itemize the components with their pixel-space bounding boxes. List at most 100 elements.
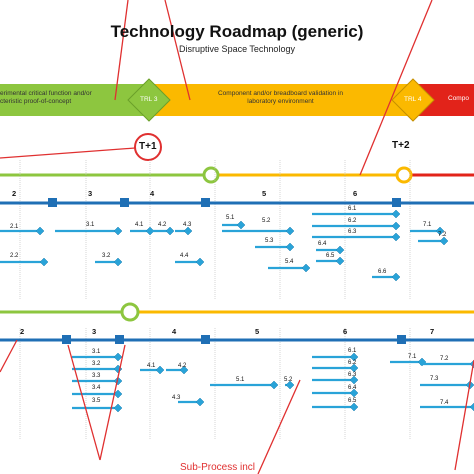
- bottom-subprocess-label: 4.1: [147, 363, 156, 369]
- top-subprocess-label: 6.6: [378, 269, 387, 275]
- top-section-6: 6: [353, 189, 357, 198]
- bottom-subprocess-diamond: [195, 397, 205, 407]
- bottom-subprocess-diamond: [469, 402, 474, 412]
- t1-highlight-circle: [134, 133, 162, 161]
- bottom-section-6: 6: [343, 327, 347, 336]
- bottom-subprocess-diamond: [113, 352, 123, 362]
- top-subprocess-label: 5.3: [265, 238, 274, 244]
- bottom-subprocess-label: 7.3: [430, 376, 439, 382]
- bottom-subprocess-label: 6.1: [348, 348, 357, 354]
- top-subprocess-label: 5.2: [262, 218, 271, 224]
- top-subprocess-diamond: [113, 226, 123, 236]
- top-subprocess-diamond: [391, 232, 401, 242]
- top-subprocess-diamond: [35, 226, 45, 236]
- bottom-subprocess-label: 3.5: [92, 398, 101, 404]
- trl4-diamond: [391, 78, 435, 122]
- top-subprocess-diamond: [335, 245, 345, 255]
- top-subprocess-label: 6.5: [326, 253, 335, 259]
- bottom-subprocess-diamond: [349, 388, 359, 398]
- top-subprocess-diamond: [113, 257, 123, 267]
- bottom-subprocess-label: 3.4: [92, 385, 101, 391]
- milestone-marker-bottom: [120, 302, 140, 322]
- trl4-label: TRL 4: [404, 96, 422, 103]
- phase-green-text: erimental critical function and/or cteri…: [0, 90, 92, 105]
- top-process-markers: [48, 198, 401, 207]
- bottom-subprocess-label: 7.1: [408, 354, 417, 360]
- top-subprocess-label: 4.2: [158, 222, 167, 228]
- bottom-subprocess-diamond: [349, 375, 359, 385]
- milestone-t2-label: T+2: [392, 140, 410, 151]
- bottom-subprocess-diamond: [155, 365, 165, 375]
- bottom-subprocess-diamond: [285, 380, 295, 390]
- bottom-subprocess-diamond: [179, 365, 189, 375]
- top-subprocess-label: 4.3: [183, 222, 192, 228]
- bottom-subprocess-label: 3.3: [92, 373, 101, 379]
- top-subprocess-diamond: [391, 272, 401, 282]
- top-subprocess-diamond: [439, 236, 449, 246]
- bottom-subprocess-label: 7.4: [440, 400, 449, 406]
- top-subprocess-label: 2.2: [10, 253, 19, 259]
- top-subprocess-label: 6.3: [348, 229, 357, 235]
- top-subprocess-label: 2.1: [10, 224, 19, 230]
- bottom-subprocess-label: 4.3: [172, 395, 181, 401]
- milestone-marker-top-2: [395, 166, 413, 184]
- top-subprocess-diamond: [435, 226, 445, 236]
- page-subtitle: Disruptive Space Technology: [179, 44, 295, 54]
- top-subprocess-label: 5.1: [226, 215, 235, 221]
- bottom-subprocess-diamond: [349, 402, 359, 412]
- trl3-diamond: [127, 78, 171, 122]
- trl3-label: TRL 3: [140, 96, 158, 103]
- top-subprocess-label: 3.1: [86, 222, 95, 228]
- bottom-subprocesses: 3.1 3.2 3.3 3.4 3.5 4.1 4.2 4.3 5.1 5.2 6.1 6.2 6.3 6…: [72, 348, 474, 413]
- bottom-process-markers: [62, 335, 406, 344]
- milestone-marker-top-1: [202, 166, 220, 184]
- bottom-subprocess-label: 5.2: [284, 377, 293, 383]
- bottom-section-2: 2: [20, 327, 24, 336]
- bottom-section-7: 7: [430, 327, 434, 336]
- bottom-subprocess-label: 6.5: [348, 398, 357, 404]
- top-subprocess-label: 5.4: [285, 259, 294, 265]
- top-section-4: 4: [150, 189, 155, 198]
- bottom-section-3: 3: [92, 327, 96, 336]
- top-subprocess-diamond: [285, 226, 295, 236]
- top-subprocess-diamond: [335, 256, 345, 266]
- top-subprocess-label: 7.2: [438, 232, 447, 238]
- bottom-subprocess-diamond: [113, 376, 123, 386]
- bottom-subprocess-label: 3.1: [92, 349, 101, 355]
- phase-red-text: Compo: [448, 95, 469, 102]
- bottom-subprocess-label: 4.2: [178, 363, 187, 369]
- bottom-subprocess-diamond: [269, 380, 279, 390]
- top-subprocess-diamond: [236, 220, 246, 230]
- bottom-subprocess-label: 6.3: [348, 372, 357, 378]
- phase-bar-yellow: [144, 84, 414, 116]
- top-section-2: 2: [12, 189, 16, 198]
- top-subprocess-diamond: [391, 221, 401, 231]
- bottom-subprocess-diamond: [113, 403, 123, 413]
- phase-yellow-text: Component and/or breadboard validation i…: [217, 90, 344, 105]
- top-subprocess-diamond: [183, 226, 193, 236]
- bottom-section-5: 5: [255, 327, 259, 336]
- bottom-subprocess-label: 3.2: [92, 361, 101, 367]
- top-subprocess-label: 7.1: [423, 222, 432, 228]
- bottom-subprocess-diamond: [113, 389, 123, 399]
- top-subprocess-diamond: [285, 242, 295, 252]
- phase-bar-green: [0, 84, 144, 116]
- top-section-5: 5: [262, 189, 266, 198]
- top-section-3: 3: [88, 189, 92, 198]
- milestone-t1-label: T+1: [139, 141, 157, 152]
- top-subprocess-label: 6.4: [318, 241, 327, 247]
- bottom-subprocess-label: 6.2: [348, 360, 357, 366]
- bottom-subprocess-label: 5.1: [236, 377, 245, 383]
- top-subprocess-label: 6.2: [348, 218, 357, 224]
- top-subprocess-label: 4.4: [180, 253, 189, 259]
- top-subprocess-label: 3.2: [102, 253, 111, 259]
- bottom-subprocess-label: 7.2: [440, 356, 449, 362]
- top-subprocess-diamond: [301, 263, 311, 273]
- bottom-subprocess-diamond: [349, 352, 359, 362]
- bottom-section-4: 4: [172, 327, 177, 336]
- bottom-subprocess-diamond: [349, 363, 359, 373]
